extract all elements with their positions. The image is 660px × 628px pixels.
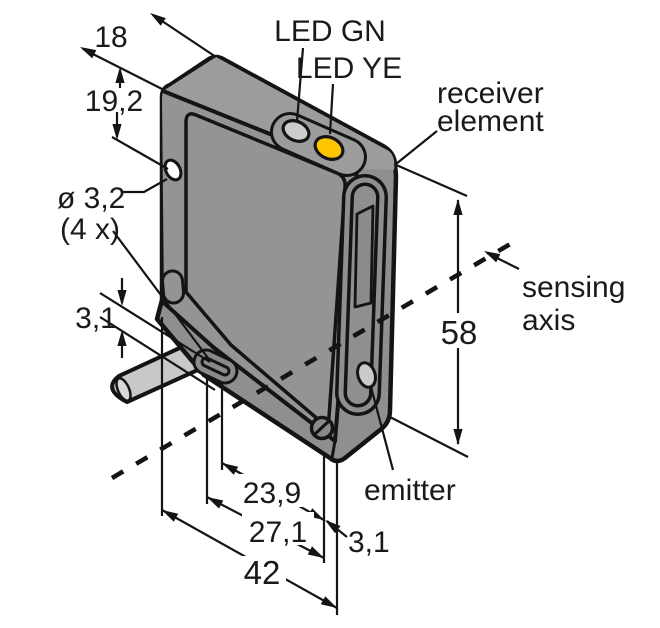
drawing-texts: 18 19,2 ø 3,2 (4 x) 3,1 LED GN LED YE re… bbox=[57, 15, 625, 591]
receiver-label-line1: receiver bbox=[437, 77, 544, 110]
left-edge-slot-fill bbox=[164, 272, 182, 302]
sensing-axis-label-line1: sensing bbox=[522, 271, 625, 304]
dim-slot-far-label: 27,1 bbox=[249, 516, 307, 549]
led-green-lens bbox=[281, 119, 311, 143]
dim-hole-count-label: (4 x) bbox=[60, 213, 120, 246]
hole-leader-top bbox=[121, 178, 168, 194]
dim-slot-near-label: 23,9 bbox=[243, 477, 301, 510]
bottom-screw bbox=[309, 415, 335, 441]
dim-edge-offset-label: 3,1 bbox=[348, 526, 390, 559]
dim-top-width-label: 18 bbox=[94, 21, 127, 54]
bottom-screw-slot bbox=[312, 418, 332, 437]
arrow-192-down bbox=[112, 124, 122, 140]
dim58-ext-top bbox=[393, 162, 468, 198]
arrow-192-up bbox=[115, 67, 125, 83]
arrow-31R bbox=[325, 520, 341, 534]
arrow-31L-up bbox=[117, 330, 127, 346]
mounting-hole bbox=[163, 158, 183, 182]
bg-239 bbox=[238, 474, 308, 507]
dim58-ext-bottom bbox=[389, 416, 469, 458]
left-edge-slot bbox=[161, 269, 185, 305]
emitter-lens bbox=[356, 361, 377, 389]
arrow-271-left bbox=[207, 497, 224, 509]
dimension-lines bbox=[82, 14, 520, 615]
dim192-ext-to-hole bbox=[111, 136, 169, 170]
bottom-slot bbox=[192, 348, 239, 385]
led-green-label: LED GN bbox=[274, 15, 386, 48]
arrow-58-up bbox=[453, 199, 463, 215]
band-corner-edge bbox=[330, 439, 337, 460]
dim-overall-height-label: 58 bbox=[441, 314, 478, 351]
led-yellow-label: LED YE bbox=[296, 52, 402, 85]
cable-end-cap bbox=[115, 377, 132, 402]
arrow-42-left bbox=[162, 510, 179, 522]
arrowheads bbox=[80, 13, 501, 608]
bg-42 bbox=[240, 556, 286, 587]
hole-leader-bottom bbox=[112, 230, 209, 359]
arrow-sensing-axis bbox=[484, 251, 501, 263]
receiver-leader bbox=[395, 130, 438, 165]
dim-overall-width-label: 42 bbox=[244, 554, 281, 591]
dim18-line-front bbox=[82, 48, 165, 91]
bottom-slot-inner-fill bbox=[203, 359, 228, 374]
sensing-axis-line bbox=[110, 241, 514, 480]
receiver-label-line2: element bbox=[437, 105, 544, 138]
dim31L-ext-lower bbox=[99, 316, 216, 391]
emitter-leader bbox=[369, 386, 395, 471]
arrow-271-right bbox=[307, 546, 324, 558]
receiver-window bbox=[353, 204, 375, 309]
led-yellow-lens bbox=[313, 135, 345, 161]
led-green-leader bbox=[295, 47, 305, 122]
body-main-face bbox=[162, 91, 357, 441]
sensor-body bbox=[154, 54, 399, 464]
dim-chamfer-offset-label: 3,1 bbox=[75, 302, 117, 335]
dim-hole-diameter-label: ø 3,2 bbox=[57, 182, 125, 215]
arrow-42-right bbox=[320, 596, 337, 608]
arrow-58-down bbox=[453, 429, 463, 445]
dim31L-ext-upper bbox=[99, 292, 211, 363]
sensing-axis-label-line2: axis bbox=[522, 304, 575, 337]
led-yellow-leader bbox=[328, 83, 335, 135]
dim18-line-back bbox=[152, 14, 217, 58]
arrow-18-back bbox=[150, 13, 166, 26]
dim-hole-offset-label: 19,2 bbox=[85, 85, 143, 118]
bg-58 bbox=[440, 313, 478, 348]
emitter-label: emitter bbox=[364, 474, 456, 507]
arrow-18-front bbox=[80, 47, 97, 59]
arrow-31L-down bbox=[117, 290, 127, 306]
bg-271 bbox=[242, 512, 314, 545]
arrow-239-left bbox=[222, 463, 239, 475]
dim-text-backgrounds bbox=[238, 313, 478, 587]
